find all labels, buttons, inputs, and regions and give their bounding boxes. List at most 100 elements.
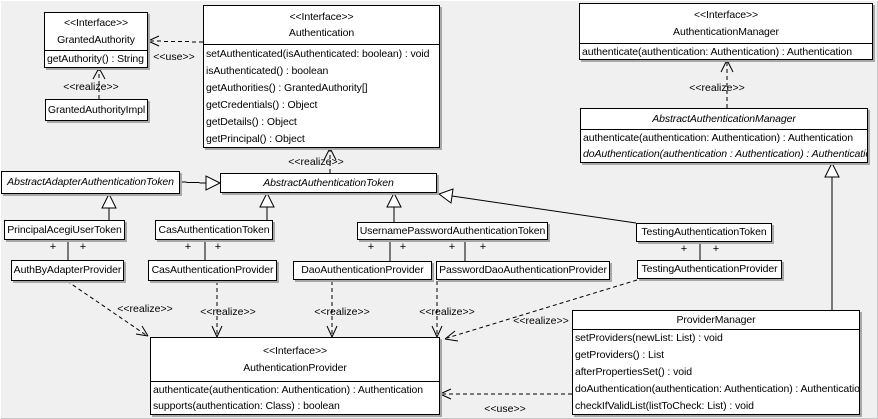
stereotype-label: <<Interface>> — [262, 345, 328, 358]
class-username-password-authentication-token[interactable]: UsernamePasswordAuthenticationToken — [357, 222, 548, 240]
class-provider-manager[interactable]: ProviderManager setProviders(newList: Lis… — [572, 310, 860, 415]
generalization-providermanager-to-abstractauthenticationmanager — [824, 161, 840, 310]
operation: doAuthentication(authentication : Authen… — [583, 148, 868, 160]
class-name: CasAuthenticationToken — [158, 223, 270, 236]
use-edge-authentication-to-grantedauthority — [147, 35, 204, 47]
class-name: AbstractAuthenticationToken — [263, 176, 394, 189]
generalization-testingauthenticationtoken — [437, 188, 637, 224]
operation: authenticate(authentication: Authenticat… — [583, 132, 854, 144]
class-name: PrincipalAcegiUserToken — [7, 223, 122, 236]
class-name: AuthByAdapterProvider — [13, 264, 122, 277]
class-authentication[interactable]: <<Interface>> Authentication setAuthentica… — [203, 5, 440, 148]
class-principal-acegi-user-token[interactable]: PrincipalAcegiUserToken — [4, 220, 125, 240]
operations-compartment: setProviders(newList: List) : void getPro… — [573, 330, 859, 414]
operation: authenticate(authentication: Authenticat… — [153, 384, 424, 396]
association-plus-marker: + — [184, 241, 192, 253]
operation: supports(authentication: Class) : boolea… — [153, 400, 340, 412]
class-authentication-provider[interactable]: <<Interface>> AuthenticationProvider authe… — [150, 337, 440, 415]
class-name: DaoAuthenticationProvider — [301, 264, 424, 277]
generalization-abstractadaptertoken-to-abstracttoken — [179, 175, 222, 191]
operation: getAuthorities() : GrantedAuthority[] — [206, 81, 368, 94]
class-abstract-authentication-token[interactable]: AbstractAuthenticationToken — [220, 173, 437, 193]
association-plus-marker: + — [79, 241, 87, 253]
association-plus-marker: + — [214, 241, 222, 253]
operation: getAuthority() : String — [47, 53, 144, 65]
class-auth-by-adapter-provider[interactable]: AuthByAdapterProvider — [11, 260, 124, 281]
class-name: GrantedAuthority — [57, 33, 135, 46]
edge-label-realize-grantedauthorityimpl: <<realize>> — [63, 81, 119, 93]
edge-label-realize-abstractauthenticationtoken: <<realize>> — [288, 156, 344, 168]
edge-label-realize-testingauthenticationprovider: <<realize>> — [513, 315, 569, 327]
class-cas-authentication-token[interactable]: CasAuthenticationToken — [155, 220, 273, 240]
edge-label-realize-casauthenticationprovider: <<realize>> — [200, 306, 256, 318]
class-abstract-authentication-manager[interactable]: AbstractAuthenticationManager authenticat… — [580, 108, 868, 163]
operations-compartment: authenticate(authentication: Authenticat… — [581, 130, 867, 162]
class-testing-authentication-token[interactable]: TestingAuthenticationToken — [636, 223, 772, 242]
edge-label-use-authentication-grantedauthority: <<use>> — [153, 51, 195, 63]
stereotype-label: <<Interface>> — [63, 17, 129, 30]
operation: getProviders() : List — [575, 349, 664, 362]
realize-edge-daoprovider-to-authenticationprovider — [326, 281, 338, 338]
operation: doAuthentication(authentication: Authent… — [575, 382, 860, 395]
class-name: ProviderManager — [676, 313, 756, 326]
association-plus-marker: + — [399, 241, 407, 253]
operation: checkIfValidList(listToCheck: List) : vo… — [575, 399, 754, 412]
realize-edge-grantedauthorityimpl-to-grantedauthority — [92, 67, 106, 99]
class-name: UsernamePasswordAuthenticationToken — [359, 225, 546, 237]
class-dao-authentication-provider[interactable]: DaoAuthenticationProvider — [293, 261, 432, 280]
class-name: TestingAuthenticationProvider — [641, 263, 778, 276]
edge-label-realize-daoauthenticationprovider: <<realize>> — [314, 306, 370, 318]
class-name: AbstractAdapterAuthenticationToken — [7, 176, 174, 189]
operation: setProviders(newList: List) : void — [575, 332, 723, 345]
association-plus-marker: + — [680, 243, 688, 255]
class-authentication-manager[interactable]: <<Interface>> AuthenticationManager authen… — [579, 3, 873, 60]
class-cas-authentication-provider[interactable]: CasAuthenticationProvider — [148, 260, 277, 281]
operation: authenticate(authentication: Authenticat… — [582, 45, 853, 58]
edge-label-realize-abstractauthenticationmanager: <<realize>> — [689, 82, 745, 94]
operations-compartment: getAuthority() : String — [45, 51, 147, 67]
operation: afterPropertiesSet() : void — [575, 365, 692, 378]
operations-compartment: authenticate(authentication: Authenticat… — [580, 44, 872, 59]
association-plus-marker: + — [367, 241, 375, 253]
association-plus-marker: + — [448, 241, 456, 253]
realize-edge-passworddaoprovider-to-authenticationprovider — [431, 281, 443, 338]
operations-compartment: authenticate(authentication: Authenticat… — [151, 382, 439, 414]
operation: getCredentials() : Object — [206, 98, 318, 111]
class-name: Authentication — [288, 27, 355, 39]
stereotype-label: <<Interface>> — [693, 9, 759, 22]
class-name: GrantedAuthorityImpl — [47, 103, 146, 116]
use-edge-providermanager-to-authenticationprovider — [439, 388, 572, 400]
operations-compartment: setAuthenticated(isAuthenticated: boolea… — [204, 45, 439, 147]
class-testing-authentication-provider[interactable]: TestingAuthenticationProvider — [637, 260, 782, 279]
class-name: AbstractAuthenticationManager — [652, 112, 796, 125]
generalization-casauthenticationtoken — [259, 191, 275, 220]
class-password-dao-authentication-provider[interactable]: PasswordDaoAuthenticationProvider — [436, 261, 610, 280]
operation: getPrincipal() : Object — [206, 132, 305, 145]
realize-edge-casprovider-to-authenticationprovider — [211, 281, 223, 338]
class-granted-authority-impl[interactable]: GrantedAuthorityImpl — [45, 99, 148, 121]
association-plus-marker: + — [479, 241, 487, 253]
realize-edge-authbyadapterprovider-to-authenticationprovider — [66, 280, 149, 337]
class-abstract-adapter-authentication-token[interactable]: AbstractAdapterAuthenticationToken — [1, 171, 180, 194]
generalization-principalacegiusertoken — [101, 192, 117, 220]
edge-label-realize-passworddaoauthenticationprovider: <<realize>> — [419, 306, 475, 318]
association-plus-marker: + — [712, 243, 720, 255]
stereotype-label: <<Interface>> — [289, 10, 354, 23]
realize-edge-testingprovider-to-authenticationprovider — [444, 279, 638, 342]
realize-edge-abstractauthenticationmanager-to-authenticationmanager — [720, 59, 734, 108]
operation: getDetails() : Object — [206, 115, 297, 128]
class-name: CasAuthenticationProvider — [151, 264, 274, 277]
realize-edge-abstractauthenticationtoken-to-authentication — [323, 147, 337, 173]
class-name: TestingAuthenticationToken — [641, 226, 767, 239]
generalization-usernamepasswordtoken — [386, 191, 402, 222]
association-plus-marker: + — [49, 241, 57, 253]
class-name: AuthenticationManager — [673, 25, 779, 38]
edge-label-use-providermanager-authenticationprovider: <<use>> — [484, 403, 526, 415]
edge-label-realize-authbyadapterprovider: <<realize>> — [117, 303, 173, 315]
class-granted-authority[interactable]: <<Interface>> GrantedAuthority getAuthorit… — [44, 12, 148, 68]
class-name: AuthenticationProvider — [243, 361, 347, 374]
operation: isAuthenticated() : boolean — [206, 64, 329, 77]
operation: setAuthenticated(isAuthenticated: boolea… — [206, 47, 430, 60]
